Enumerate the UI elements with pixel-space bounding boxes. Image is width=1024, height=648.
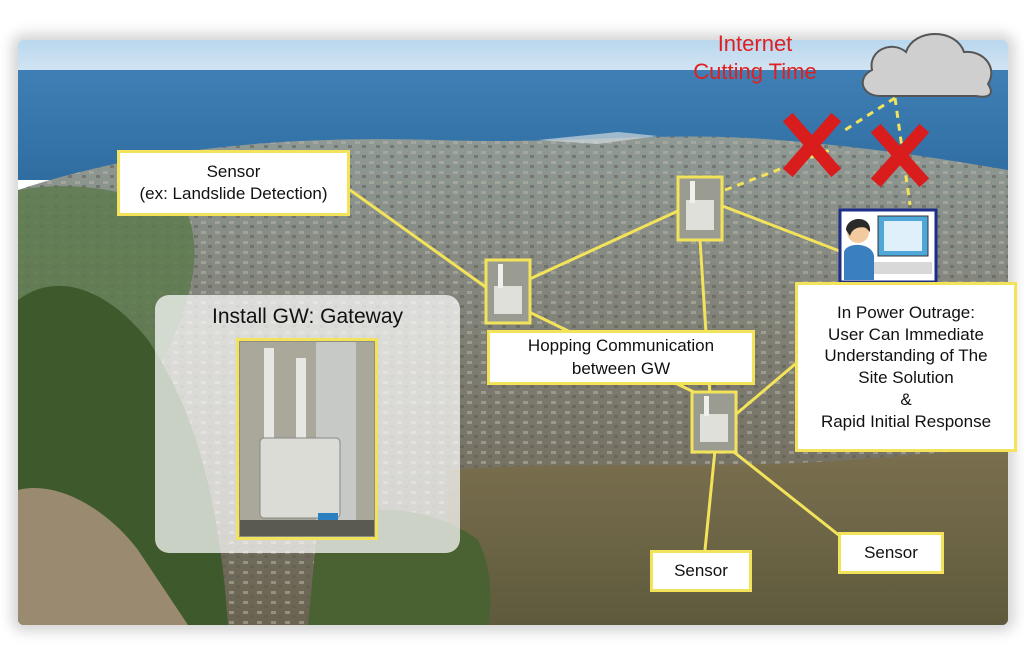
hopping-communication-label: Hopping Communication between GW (487, 330, 755, 385)
outage-line: & (900, 389, 912, 409)
sensor-landslide-line1: Sensor (206, 161, 261, 181)
user-at-computer-icon (838, 208, 938, 284)
gateway-device-icon (484, 258, 532, 325)
sensor-landslide-label: Sensor (ex: Landslide Detection) (117, 150, 350, 216)
sensor-bottom-left-text: Sensor (674, 560, 728, 580)
outage-line: Rapid Initial Response (820, 411, 992, 431)
sensor-bottom-left-label: Sensor (650, 550, 752, 592)
outage-line: User Can Immediate (828, 324, 984, 344)
hopping-line2: between GW (571, 358, 671, 378)
gateway-device-icon (676, 175, 724, 242)
gateway-photo (236, 338, 378, 540)
cut-label-line1: Internet (717, 31, 793, 56)
sensor-landslide-line2: (ex: Landslide Detection) (139, 184, 328, 203)
cut-label-line2: Cutting Time (693, 58, 817, 84)
cross-icon (870, 123, 930, 188)
gateway-device-icon (690, 390, 738, 454)
cloud-icon (861, 33, 993, 98)
sensor-bottom-right-label: Sensor (838, 532, 944, 574)
hopping-line1: Hopping Communication (527, 336, 715, 356)
cross-icon (782, 112, 842, 178)
internet-cutting-time-label: Internet Cutting Time (690, 30, 820, 85)
gateway-title: Install GW: Gateway (211, 305, 403, 328)
outage-line: Site Solution (858, 368, 954, 387)
sensor-bottom-right-text: Sensor (864, 542, 918, 562)
outage-line: Understanding of The (824, 346, 988, 366)
power-outage-label: In Power Outrage: User Can Immediate Und… (795, 282, 1017, 452)
outage-line: In Power Outrage: (837, 302, 975, 322)
